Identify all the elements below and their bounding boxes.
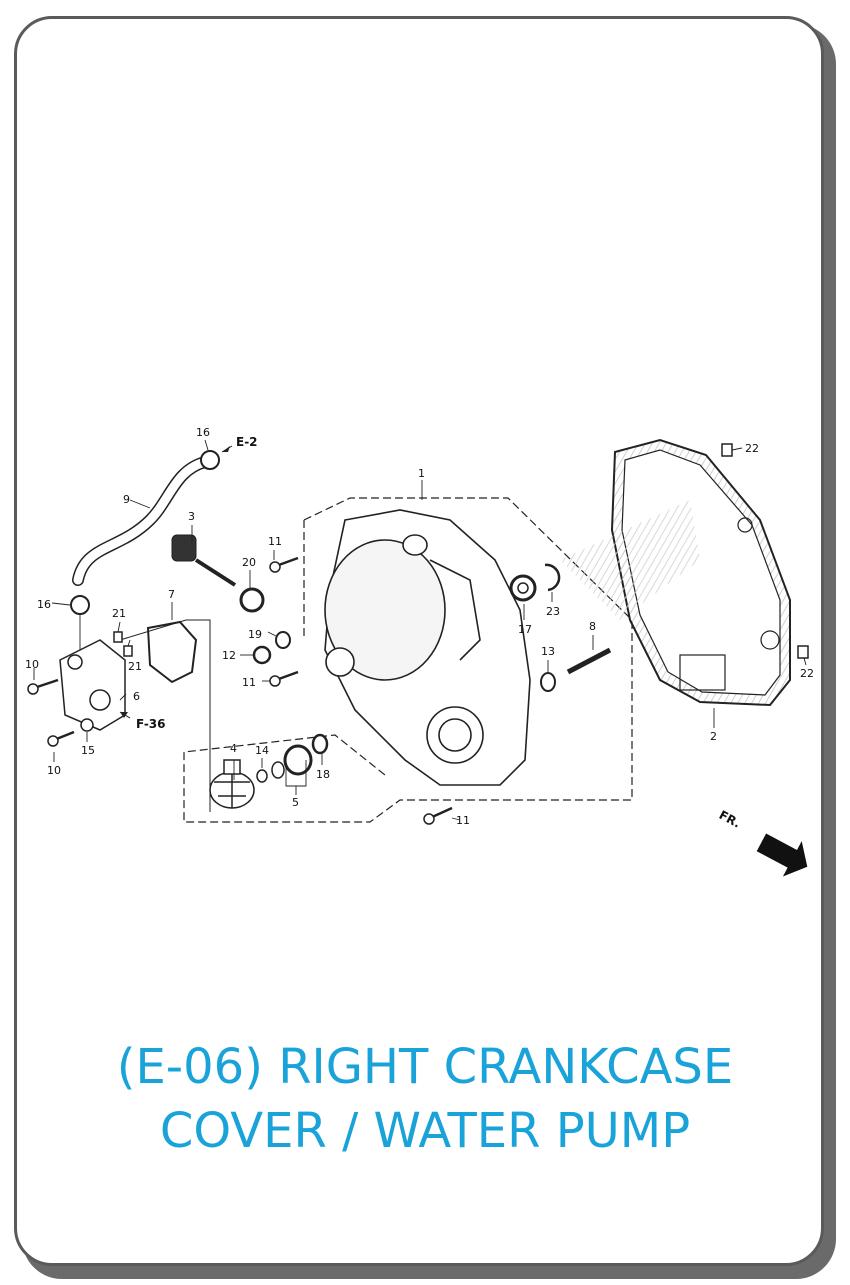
callout-7: 7 <box>168 588 175 601</box>
callout-22-lower: 22 <box>800 667 814 680</box>
reference-label-f36: F-36 <box>136 717 166 731</box>
callout-12: 12 <box>222 649 236 662</box>
cover-o-ring-part <box>239 587 265 613</box>
bearing-part <box>509 574 537 602</box>
dowel-pin-part <box>113 631 123 643</box>
callout-10-upper: 10 <box>25 658 39 671</box>
callout-9: 9 <box>123 493 130 506</box>
assembly-frame <box>183 497 633 823</box>
hose-clamp-part <box>200 450 220 470</box>
dowel-pin-part <box>797 645 809 659</box>
o-ring-part <box>311 733 329 755</box>
callout-15: 15 <box>81 744 95 757</box>
callout-11-middle: 11 <box>242 676 256 689</box>
oil-check-plug-part <box>252 645 272 665</box>
pump-shaft-part <box>566 647 612 675</box>
reference-arrow-e2 <box>221 445 233 453</box>
pump-gasket-part <box>146 620 198 684</box>
front-direction-arrow <box>756 833 808 877</box>
pump-frame <box>119 619 211 812</box>
seal-ring-part <box>271 761 285 779</box>
crankcase-cover-part <box>324 509 531 786</box>
callout-4: 4 <box>230 742 237 755</box>
diagram-title-line-1: (E-06) RIGHT CRANKCASE <box>116 1039 734 1095</box>
callout-3: 3 <box>188 510 195 523</box>
callout-6: 6 <box>133 690 140 703</box>
callout-11-upper: 11 <box>268 535 282 548</box>
callout-20: 20 <box>242 556 256 569</box>
dowel-pin-part <box>123 645 133 657</box>
hose-clamp-part <box>70 595 90 615</box>
oil-dipstick-part <box>171 534 237 587</box>
callout-14: 14 <box>255 744 269 757</box>
oil-seal-part <box>540 672 556 692</box>
callout-19: 19 <box>248 628 262 641</box>
dowel-pin-part <box>721 443 733 457</box>
reference-label-e2: E-2 <box>236 435 258 449</box>
washer-part <box>256 769 268 783</box>
callout-13: 13 <box>541 645 555 658</box>
water-hose-part <box>72 456 211 586</box>
water-pump-cover-part <box>59 639 126 731</box>
bolt-washer-part <box>80 718 94 732</box>
sealing-washer-part <box>275 631 291 649</box>
callout-2: 2 <box>710 730 717 743</box>
circlip-part <box>544 563 561 592</box>
callout-1: 1 <box>418 467 425 480</box>
front-label: FR. <box>717 808 743 831</box>
reference-arrow-f36 <box>119 711 131 719</box>
callout-23: 23 <box>546 605 560 618</box>
leader-lines <box>33 439 807 821</box>
hatch-guide <box>560 500 700 620</box>
callout-5: 5 <box>292 796 299 809</box>
callout-18: 18 <box>316 768 330 781</box>
callout-10-lower: 10 <box>47 764 61 777</box>
callout-8: 8 <box>589 620 596 633</box>
callout-22-upper: 22 <box>745 442 759 455</box>
mechanical-seal-part <box>283 744 313 776</box>
callout-21-lower: 21 <box>128 660 142 673</box>
diagram-title-line-2: COVER / WATER PUMP <box>159 1103 691 1159</box>
callout-11-lower: 11 <box>456 814 470 827</box>
callout-16-upper: 16 <box>196 426 210 439</box>
callout-16-lower: 16 <box>37 598 51 611</box>
callout-17: 17 <box>518 623 532 636</box>
impeller-part <box>209 759 255 809</box>
callout-21-upper: 21 <box>112 607 126 620</box>
